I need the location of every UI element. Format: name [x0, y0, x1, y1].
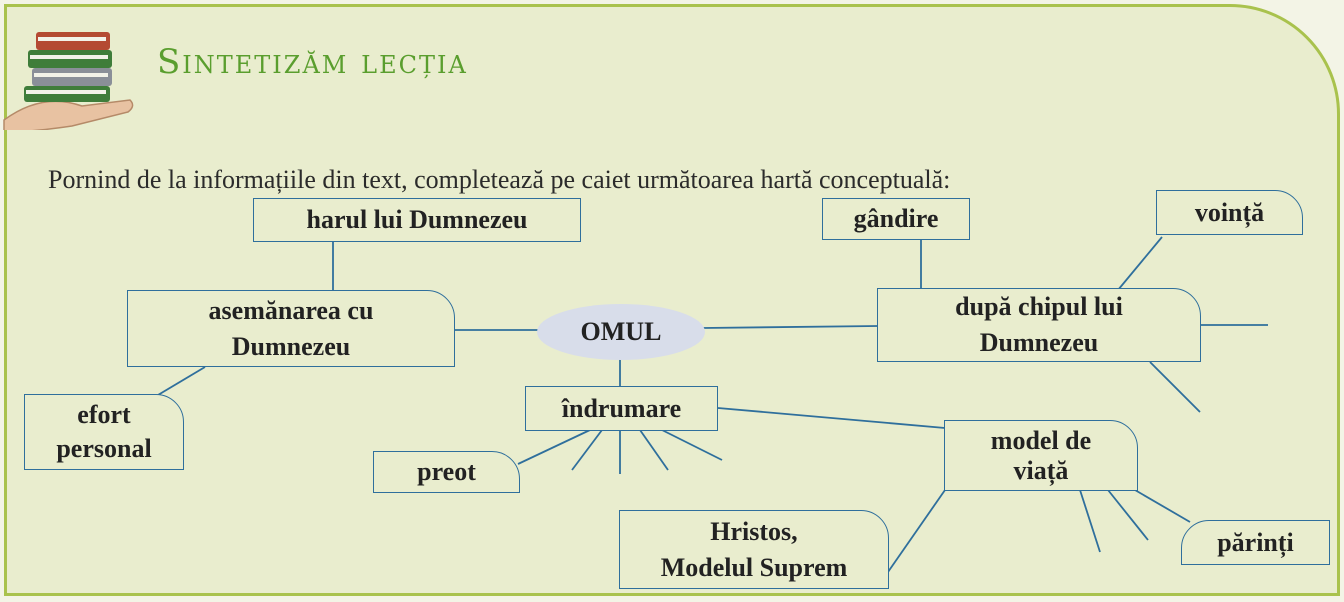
node-hristos-modelul-suprem: Hristos, Modelul Suprem [619, 510, 889, 589]
node-asemanarea-cu-dumnezeu: asemănarea cu Dumnezeu [127, 290, 455, 367]
node-dupa-chipul-lui-dumnezeu: după chipul lui Dumnezeu [877, 288, 1201, 362]
node-harul-lui-dumnezeu: harul lui Dumnezeu [253, 198, 581, 242]
node-model-de-viata: model de viață [944, 420, 1138, 491]
node-vointa: voință [1156, 190, 1303, 235]
books-in-hand-icon [3, 32, 134, 130]
node-omul-center: OMUL [537, 304, 705, 360]
node-parinti: părinți [1181, 520, 1330, 565]
section-title: Sintetizăm lecția [157, 42, 468, 82]
node-efort-personal: efort personal [24, 394, 184, 470]
node-gandire: gândire [822, 198, 970, 240]
node-indrumare: îndrumare [525, 386, 718, 431]
instruction-text: Pornind de la informațiile din text, com… [48, 165, 951, 194]
node-preot: preot [373, 451, 520, 493]
